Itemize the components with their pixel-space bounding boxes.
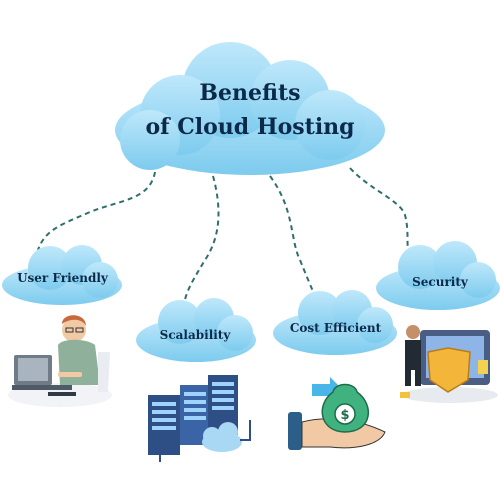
benefit-label-security: Security [412, 275, 468, 289]
diagram-title-line-2: of Cloud Hosting [145, 114, 355, 140]
benefit-label-cost-efficient: Cost Efficient [289, 321, 382, 335]
server-racks-illustration [148, 375, 251, 462]
main-cloud [115, 42, 385, 175]
connector-security [349, 167, 411, 256]
security-guard-illustration [400, 325, 498, 403]
connector-cost-efficient [269, 175, 319, 306]
diagram-title-line-1: Benefits [199, 80, 301, 106]
connector-user-friendly [37, 171, 156, 251]
cloud-scalability [136, 298, 256, 362]
cloud-security [376, 241, 500, 310]
svg-text:$: $ [340, 408, 349, 423]
person-at-laptop-illustration [8, 315, 112, 407]
benefit-label-scalability: Scalability [159, 328, 231, 342]
cloud-cost-efficient [273, 290, 397, 355]
benefit-label-user-friendly: User Friendly [17, 271, 108, 285]
cloud-user-friendly [2, 245, 122, 305]
money-bag-illustration: $ [288, 377, 386, 450]
